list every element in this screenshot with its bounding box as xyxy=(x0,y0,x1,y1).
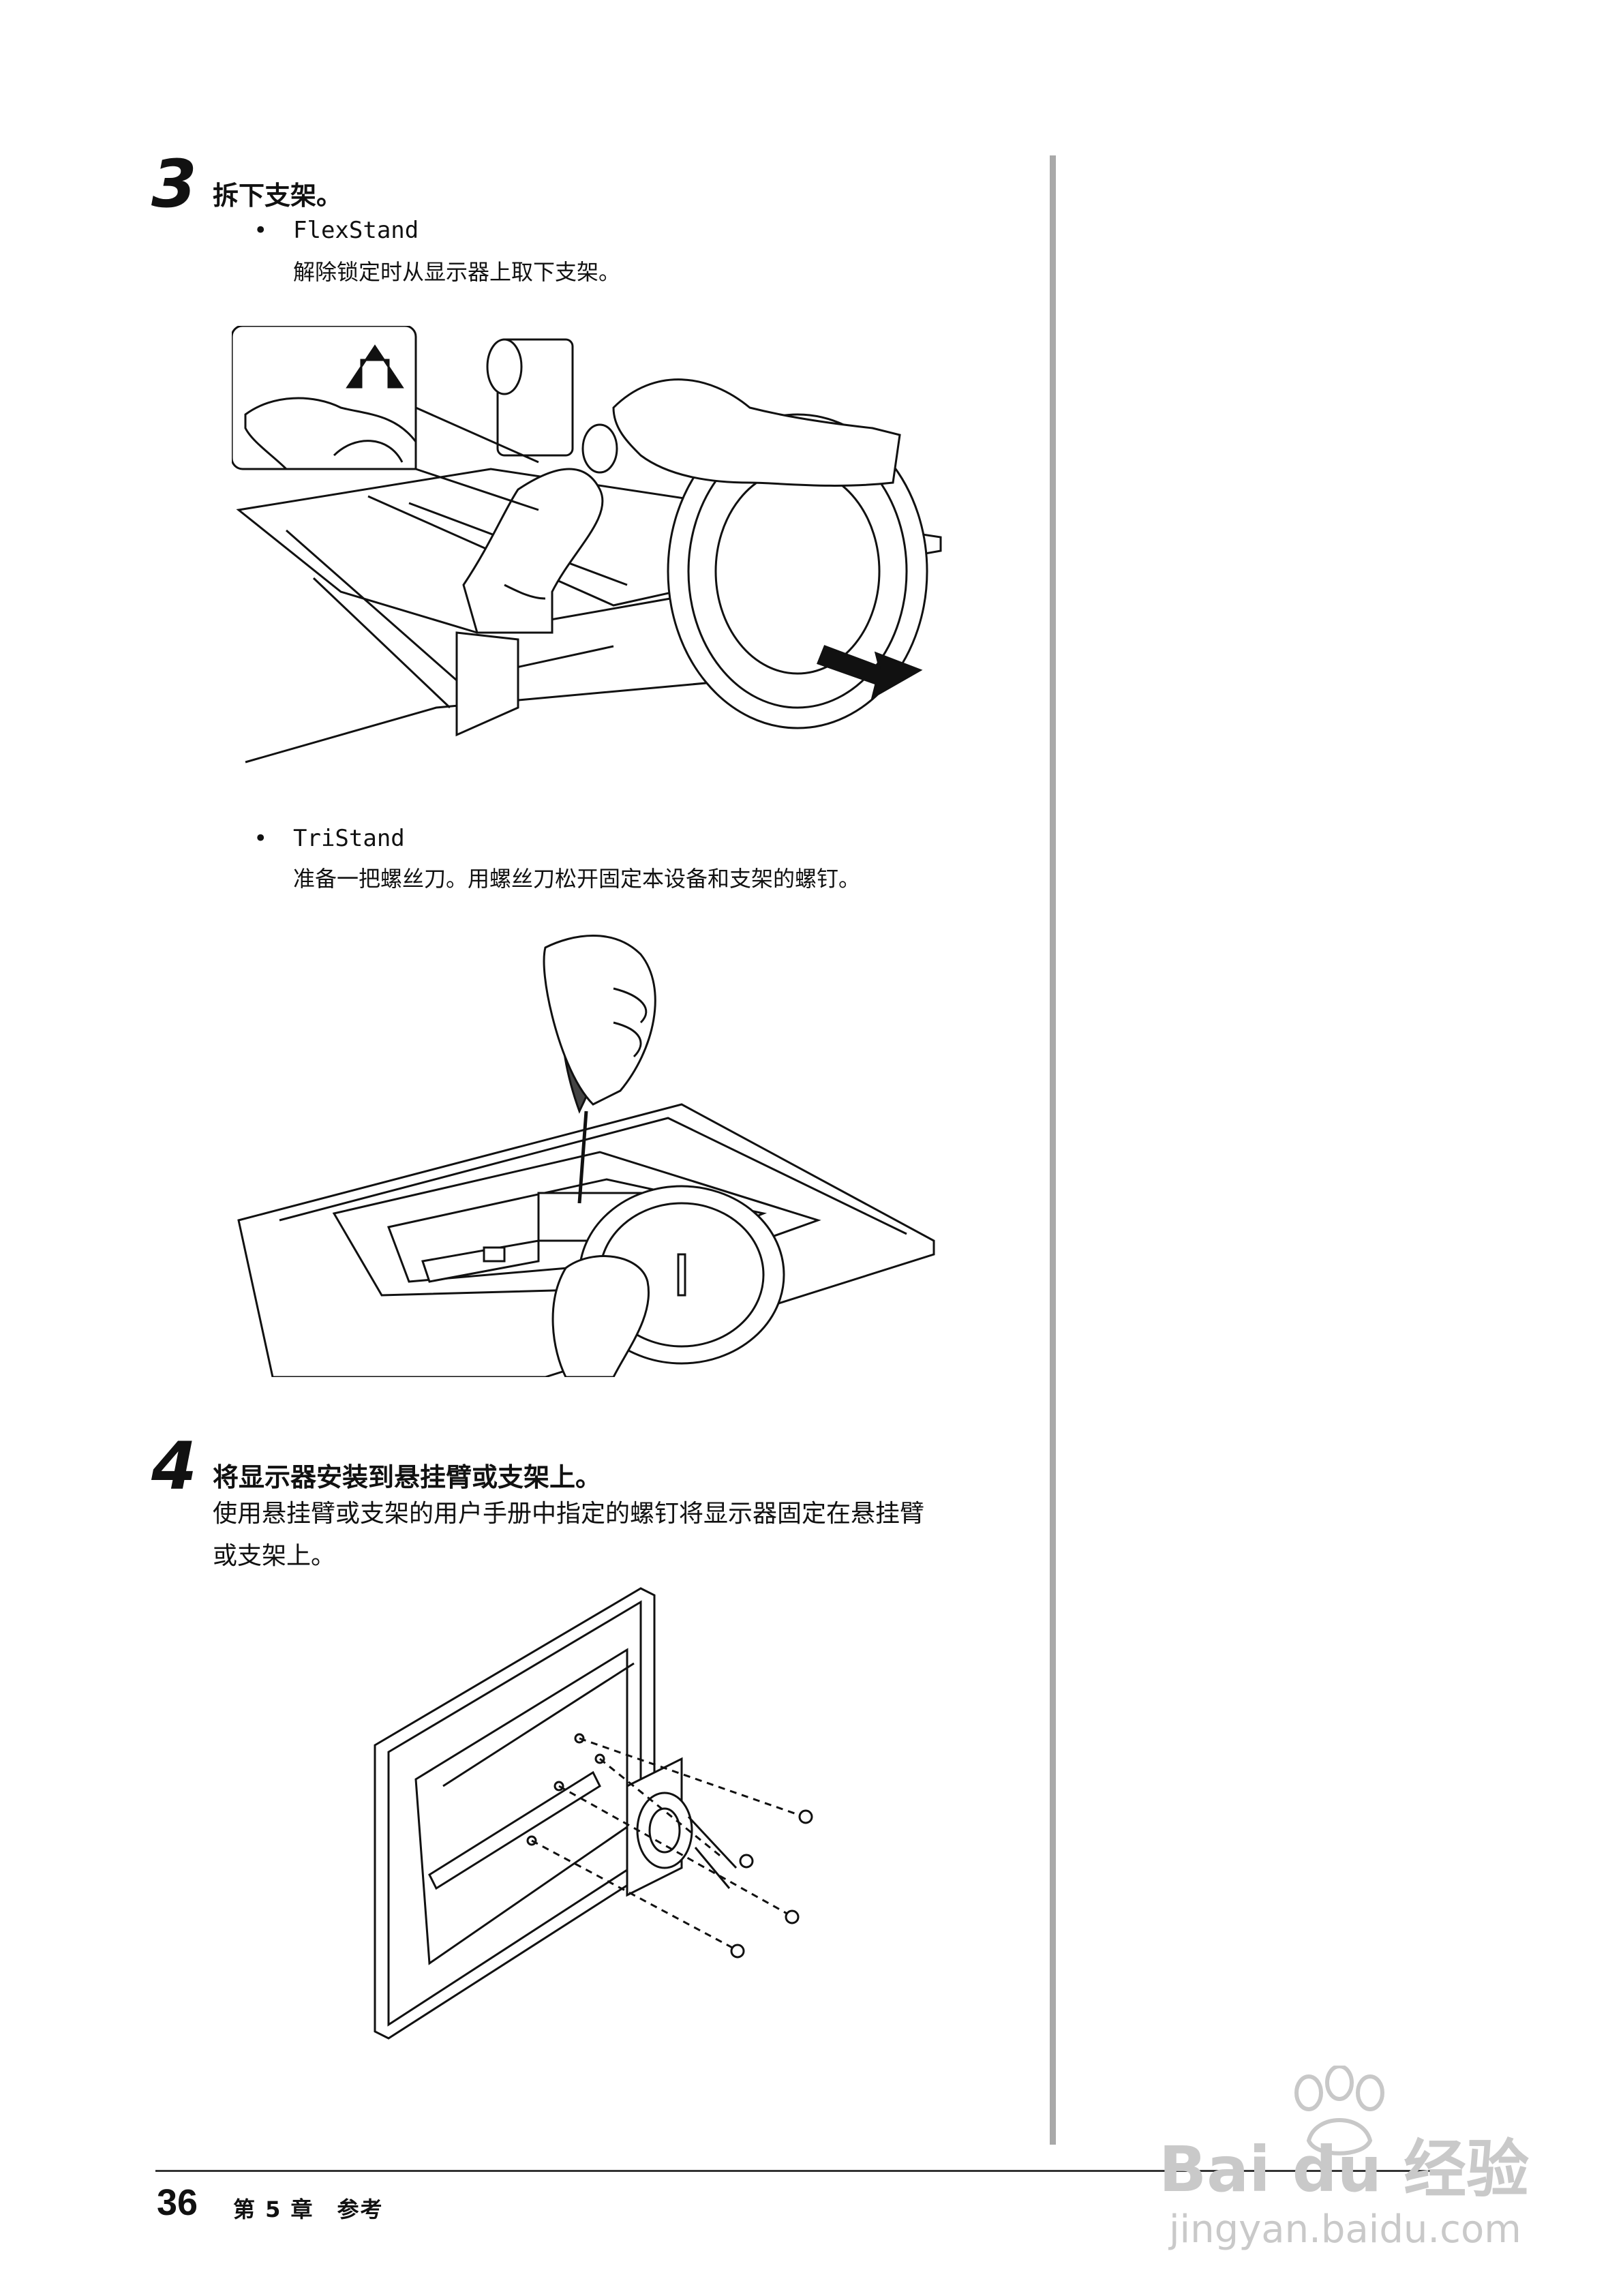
tristand-bullet: • xyxy=(254,825,268,852)
step-4-number: 4 xyxy=(151,1428,197,1505)
column-divider xyxy=(1050,155,1056,2145)
flexstand-label: FlexStand xyxy=(293,217,419,244)
watermark-url: jingyan.baidu.com xyxy=(1169,2207,1521,2252)
footer-rule xyxy=(155,2170,1444,2172)
step-3-title: 拆下支架。 xyxy=(213,181,343,211)
tristand-screwdriver-illustration xyxy=(237,935,935,1377)
step-4-title: 将显示器安装到悬挂臂或支架上。 xyxy=(213,1462,602,1492)
arm-mount-illustration xyxy=(374,1587,813,2040)
step-3-number: 3 xyxy=(151,146,197,222)
flexstand-removal-illustration xyxy=(232,326,942,764)
watermark-brand: Bai du 经验 xyxy=(1159,2133,1530,2206)
tristand-description: 准备一把螺丝刀。用螺丝刀松开固定本设备和支架的螺钉。 xyxy=(293,866,861,892)
flexstand-description: 解除锁定时从显示器上取下支架。 xyxy=(293,259,621,285)
step-4-description-line-2: 或支架上。 xyxy=(213,1542,336,1570)
flexstand-bullet: • xyxy=(254,217,268,244)
page-number: 36 xyxy=(157,2182,198,2223)
tristand-label: TriStand xyxy=(293,825,405,852)
paw-icon xyxy=(1294,2066,1384,2156)
step-4-description-line-1: 使用悬挂臂或支架的用户手册中指定的螺钉将显示器固定在悬挂臂 xyxy=(213,1500,925,1528)
chapter-label: 第 5 章 参考 xyxy=(233,2196,384,2222)
